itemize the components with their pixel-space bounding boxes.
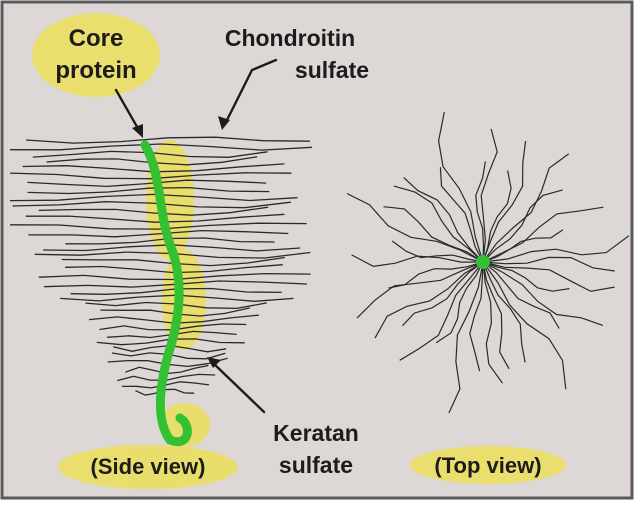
top-view-label: (Top view) [434, 453, 541, 478]
keratan-sulfate-label-line2: sulfate [279, 452, 353, 478]
side-view-label: (Side view) [91, 454, 206, 479]
chondroitin-sulfate-label-line2: sulfate [295, 57, 369, 83]
keratan-sulfate-label-line1: Keratan [273, 420, 359, 446]
core-protein-label-line2: protein [55, 57, 136, 84]
chondroitin-sulfate-label-line1: Chondroitin [225, 25, 355, 51]
top-view-core-protein-dot [476, 255, 490, 269]
core-protein-label-line1: Core [69, 25, 124, 52]
